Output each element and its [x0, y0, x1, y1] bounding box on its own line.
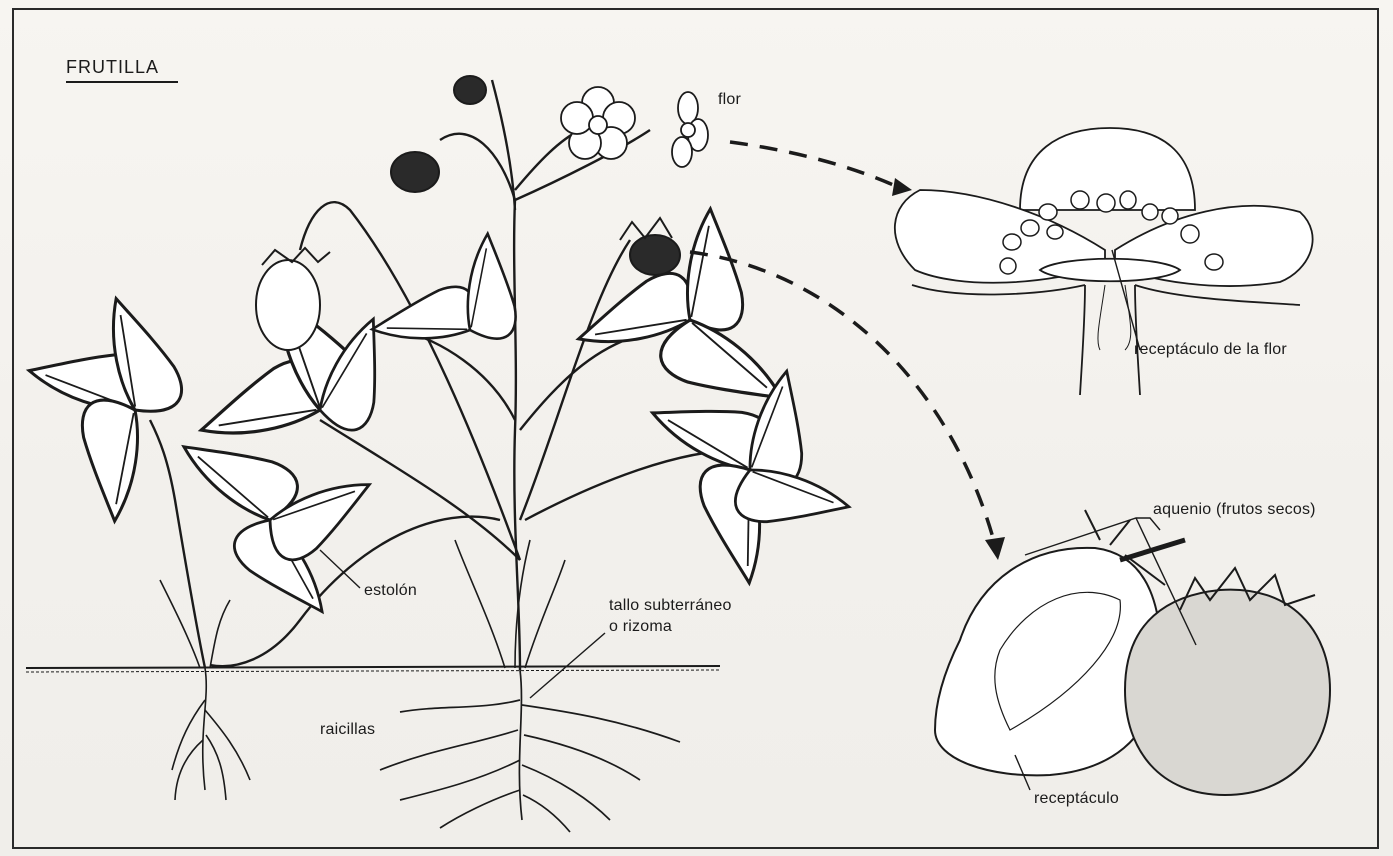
plant-flowers — [561, 87, 708, 167]
label-tallo-line2: o rizoma — [609, 618, 672, 636]
title-underline — [66, 81, 178, 83]
roots-main — [380, 670, 680, 832]
arrow-flower-head — [892, 178, 912, 196]
label-aquenio: aquenio (frutos secos) — [1153, 501, 1316, 519]
leaves — [29, 209, 849, 612]
arrow-fruit-head — [985, 537, 1005, 560]
label-tallo-line1: tallo subterráneo — [609, 597, 732, 615]
label-raicillas: raicillas — [320, 721, 375, 739]
ground-line — [26, 666, 720, 672]
plant-base — [160, 540, 565, 668]
whole-fruit — [1125, 568, 1330, 795]
label-receptaculo: receptáculo — [1034, 790, 1119, 808]
stems — [150, 80, 740, 670]
label-estolon: estolón — [364, 582, 417, 600]
arrow-flower — [730, 142, 900, 188]
label-flor: flor — [718, 91, 741, 109]
roots-left — [172, 668, 250, 800]
label-receptaculo-flor: receptáculo de la flor — [1134, 341, 1287, 359]
page-title: FRUTILLA — [66, 58, 159, 76]
